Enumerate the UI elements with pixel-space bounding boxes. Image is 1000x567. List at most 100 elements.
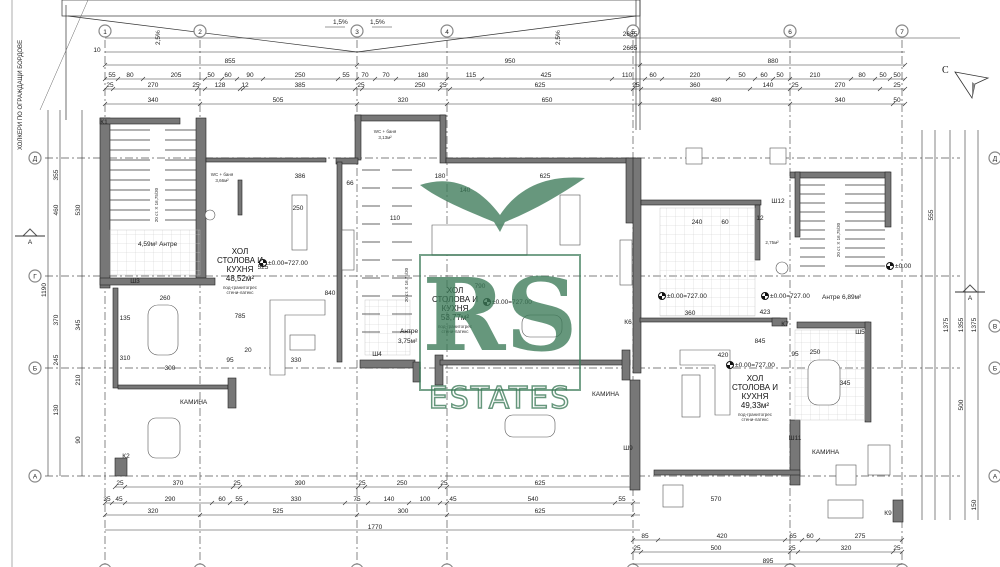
wc-area: 3,13м² bbox=[378, 135, 392, 140]
dimension-label: 95 bbox=[791, 351, 799, 358]
dimension-tick bbox=[659, 76, 665, 82]
room-name: СТОЛОВА И bbox=[432, 295, 478, 304]
dimension-tick bbox=[197, 101, 203, 107]
dimension-label: 25 bbox=[233, 480, 241, 487]
dimension-label: 25 bbox=[116, 480, 124, 487]
dimension-label: 45 bbox=[449, 496, 457, 503]
axis-bubble bbox=[988, 361, 1000, 375]
dimension-tick bbox=[782, 537, 788, 543]
axis-label: 6 bbox=[788, 29, 792, 36]
dimension-label: 45 bbox=[115, 496, 123, 503]
dimension-label: 785 bbox=[235, 313, 246, 320]
wc-area: 2,75м² bbox=[765, 240, 779, 245]
dimension-label: 220 bbox=[690, 72, 701, 79]
dimension-tick bbox=[240, 86, 246, 92]
element-tag: Ш5 bbox=[855, 329, 865, 336]
coffee-table bbox=[681, 374, 701, 418]
dimension-tick bbox=[102, 86, 108, 92]
dimension-label: 1375 bbox=[971, 317, 978, 332]
dimension-label: 25 bbox=[439, 82, 447, 89]
room-name: КУХНЯ bbox=[227, 265, 254, 274]
washbasin bbox=[775, 261, 789, 275]
dimension-tick bbox=[787, 86, 793, 92]
room-finish: под-гранитогрес bbox=[438, 324, 473, 329]
stair-label: 20 ст. X 16,75/30 bbox=[404, 267, 409, 302]
axis-label: 3 bbox=[355, 29, 359, 36]
fireplace-label: КАМИНА bbox=[812, 449, 840, 456]
axis-label: Д bbox=[993, 156, 998, 163]
element-tag: К6 bbox=[624, 319, 632, 326]
dimension-label: 60 bbox=[760, 72, 768, 79]
dimension-tick bbox=[799, 537, 805, 543]
section-label: А bbox=[968, 295, 973, 302]
dimension-tick bbox=[444, 500, 450, 506]
level-label: ±0.00 bbox=[895, 263, 912, 270]
dimension-label: 2665 bbox=[623, 45, 638, 52]
axis-bubble bbox=[988, 469, 1000, 483]
dimension-tick bbox=[612, 500, 618, 506]
axis-label: Б bbox=[993, 366, 997, 373]
dimension-label: 460 bbox=[53, 204, 60, 215]
level-label: ±0.00=727.00 bbox=[492, 299, 532, 306]
level-label: ±0.00=727.00 bbox=[268, 260, 308, 267]
roof-slope-label: 1,5% bbox=[370, 19, 385, 26]
dimension-label: 205 bbox=[171, 72, 182, 79]
dimension-label: 10 bbox=[93, 47, 101, 54]
level-mark-fill bbox=[761, 292, 769, 300]
axis-label: 7 bbox=[900, 29, 904, 36]
dimension-label: 250 bbox=[293, 205, 304, 212]
dimension-label: 270 bbox=[835, 82, 846, 89]
dimension-label: 530 bbox=[75, 204, 82, 215]
dimension-label: 950 bbox=[505, 58, 516, 65]
roof-slope-label: 1,5% bbox=[333, 19, 348, 26]
antre-label: Антре 6,89м² bbox=[822, 294, 862, 301]
dimension-tick bbox=[447, 86, 453, 92]
dining-table bbox=[147, 417, 181, 459]
dimension-tick bbox=[194, 86, 200, 92]
level-mark-fill bbox=[726, 361, 734, 369]
dimension-tick bbox=[354, 512, 360, 518]
dimension-tick bbox=[444, 76, 450, 82]
axis-bubble bbox=[193, 24, 207, 38]
dimension-tick bbox=[102, 76, 108, 82]
kitchen-counter bbox=[619, 239, 633, 286]
room-finish: стени-латекс bbox=[226, 290, 254, 295]
dimension-label: 360 bbox=[690, 82, 701, 89]
dimension-label: 880 bbox=[768, 58, 779, 65]
axis-label: Д bbox=[33, 156, 38, 163]
sofa bbox=[827, 499, 864, 519]
dimension-label: 115 bbox=[466, 72, 477, 79]
dimension-label: 25 bbox=[192, 82, 200, 89]
level-mark-fill bbox=[886, 262, 894, 270]
element-tag: К9 bbox=[884, 510, 892, 517]
dimension-tick bbox=[237, 484, 243, 490]
dimension-label: 75 bbox=[353, 496, 361, 503]
dimension-tick bbox=[102, 101, 108, 107]
room-finish: стени-латекс bbox=[741, 417, 769, 422]
dimension-label: 320 bbox=[841, 545, 852, 552]
dimension-label: 12 bbox=[756, 215, 764, 222]
dimension-label: 90 bbox=[75, 436, 82, 444]
dimension-label: 60 bbox=[721, 219, 729, 226]
dimension-label: 210 bbox=[810, 72, 821, 79]
dimension-label: 50 bbox=[738, 72, 746, 79]
dimension-label: 85 bbox=[641, 533, 649, 540]
kitchen-island bbox=[291, 194, 308, 251]
dimension-label: 180 bbox=[418, 72, 429, 79]
dimension-label: 250 bbox=[415, 82, 426, 89]
dimension-tick bbox=[655, 537, 661, 543]
dimension-label: 275 bbox=[855, 533, 866, 540]
side-table bbox=[835, 464, 857, 486]
dimension-label: 25 bbox=[791, 82, 799, 89]
dimension-label: 250 bbox=[810, 349, 821, 356]
dimension-label: 570 bbox=[711, 496, 722, 503]
dimension-label: 290 bbox=[165, 496, 176, 503]
axis-bubble bbox=[351, 563, 363, 567]
dimension-label: 55 bbox=[618, 496, 626, 503]
dining-table bbox=[504, 414, 556, 438]
dimension-tick bbox=[393, 76, 399, 82]
level-label: ±0.00=727.00 bbox=[770, 293, 810, 300]
axis-label: Г bbox=[33, 274, 37, 281]
dimension-label: 270 bbox=[148, 82, 159, 89]
dimension-label: 25 bbox=[106, 82, 114, 89]
